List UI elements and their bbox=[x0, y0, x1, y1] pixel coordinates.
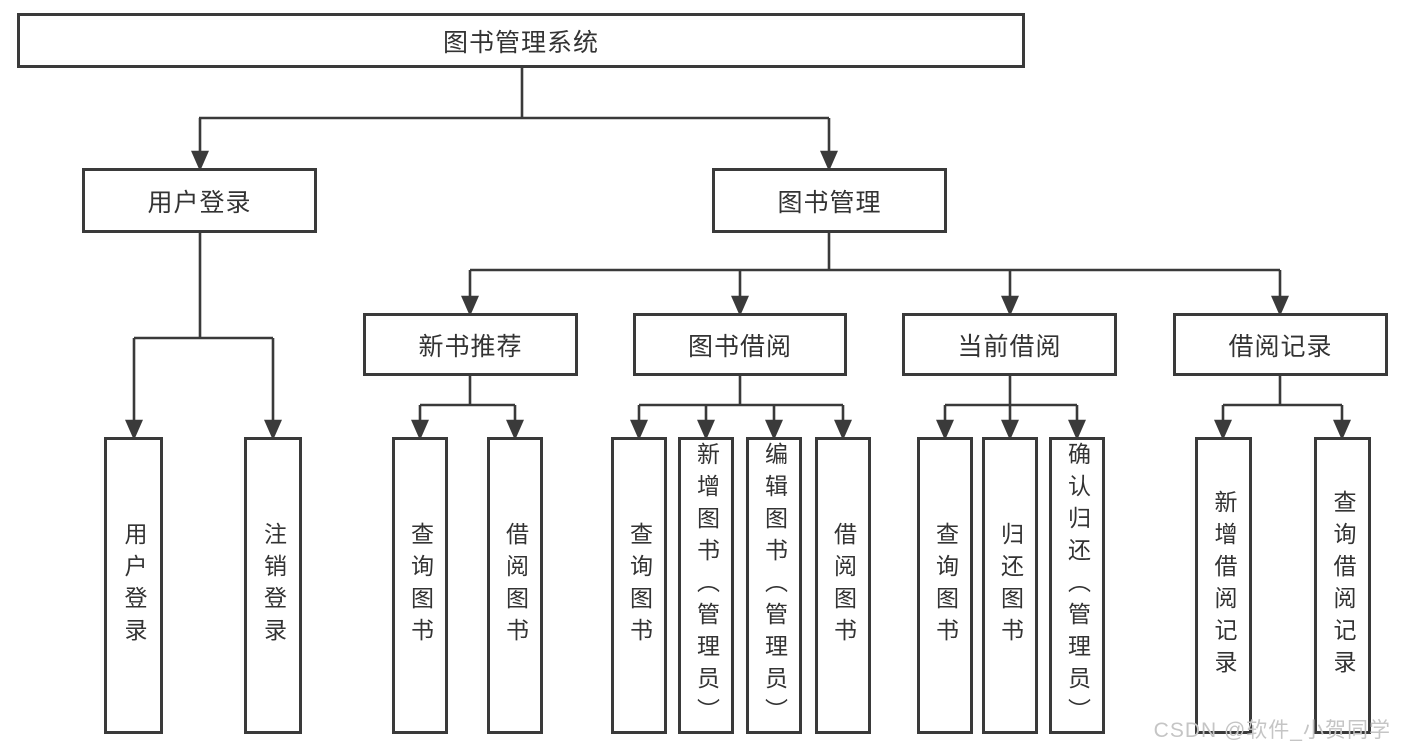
arrow-down-icon bbox=[630, 419, 648, 441]
leaf-borrow-books-borrowing: 借阅图书 bbox=[815, 437, 871, 734]
leaf-query-books-current: 查询图书 bbox=[917, 437, 973, 734]
node-root-library-system: 图书管理系统 bbox=[17, 13, 1025, 68]
node-book-borrowing: 图书借阅 bbox=[633, 313, 847, 376]
leaf-borrow-books-recommend: 借阅图书 bbox=[487, 437, 543, 734]
leaf-user-login: 用户登录 bbox=[104, 437, 163, 734]
arrow-down-icon bbox=[461, 295, 479, 317]
arrow-down-icon bbox=[1271, 295, 1289, 317]
arrow-down-icon bbox=[125, 419, 143, 441]
leaf-label: 查询借阅记录 bbox=[1330, 489, 1356, 682]
node-book-management: 图书管理 bbox=[712, 168, 947, 233]
leaf-label: 借阅图书 bbox=[502, 521, 529, 650]
leaf-label: 查询图书 bbox=[407, 521, 434, 650]
arrow-down-icon bbox=[765, 419, 783, 441]
arrow-down-icon bbox=[1001, 295, 1019, 317]
edge-root-to-level2 bbox=[191, 68, 838, 172]
arrow-down-icon bbox=[191, 150, 209, 172]
leaf-return-books: 归还图书 bbox=[982, 437, 1038, 734]
leaf-edit-books-admin: 编辑图书（管理员） bbox=[746, 437, 802, 734]
node-new-book-recommend: 新书推荐 bbox=[363, 313, 578, 376]
leaf-add-books-admin: 新增图书（管理员） bbox=[678, 437, 734, 734]
arrow-down-icon bbox=[411, 419, 429, 441]
edge-current-borrow-to-leaves bbox=[936, 376, 1086, 441]
leaf-label: 查询图书 bbox=[932, 521, 959, 650]
node-user-login: 用户登录 bbox=[82, 168, 317, 233]
edge-borrow-records-to-leaves bbox=[1214, 376, 1351, 441]
arrow-down-icon bbox=[731, 295, 749, 317]
leaf-label: 借阅图书 bbox=[830, 521, 857, 650]
leaf-query-books-recommend: 查询图书 bbox=[392, 437, 448, 734]
edge-book-mgmt-to-level3 bbox=[461, 233, 1289, 317]
leaf-query-borrow-record: 查询借阅记录 bbox=[1314, 437, 1371, 734]
arrow-down-icon bbox=[820, 150, 838, 172]
arrow-down-icon bbox=[834, 419, 852, 441]
arrow-down-icon bbox=[1214, 419, 1232, 441]
arrow-down-icon bbox=[1001, 419, 1019, 441]
edge-book-borrow-to-leaves bbox=[630, 376, 852, 441]
leaf-query-books-borrowing: 查询图书 bbox=[611, 437, 667, 734]
leaf-label: 用户登录 bbox=[121, 521, 147, 650]
edge-user-login-to-leaves bbox=[125, 233, 282, 441]
leaf-confirm-return-admin: 确认归还（管理员） bbox=[1049, 437, 1105, 734]
leaf-label: 归还图书 bbox=[997, 521, 1024, 650]
edge-new-book-rec-to-leaves bbox=[411, 376, 524, 441]
csdn-watermark: CSDN @软件_小贺同学 bbox=[1153, 719, 1391, 742]
node-current-borrowing: 当前借阅 bbox=[902, 313, 1117, 376]
arrow-down-icon bbox=[506, 419, 524, 441]
arrow-down-icon bbox=[697, 419, 715, 441]
leaf-label: 注销登录 bbox=[260, 521, 287, 650]
arrow-down-icon bbox=[1333, 419, 1351, 441]
arrow-down-icon bbox=[936, 419, 954, 441]
leaf-label: 确认归还（管理员） bbox=[1064, 441, 1091, 730]
leaf-logout: 注销登录 bbox=[244, 437, 302, 734]
leaf-add-borrow-record: 新增借阅记录 bbox=[1195, 437, 1252, 734]
leaf-label: 编辑图书（管理员） bbox=[761, 441, 788, 730]
leaf-label: 新增图书（管理员） bbox=[693, 441, 720, 730]
leaf-label: 新增借阅记录 bbox=[1211, 489, 1237, 682]
node-borrowing-records: 借阅记录 bbox=[1173, 313, 1388, 376]
leaf-label: 查询图书 bbox=[626, 521, 653, 650]
arrow-down-icon bbox=[264, 419, 282, 441]
arrow-down-icon bbox=[1068, 419, 1086, 441]
